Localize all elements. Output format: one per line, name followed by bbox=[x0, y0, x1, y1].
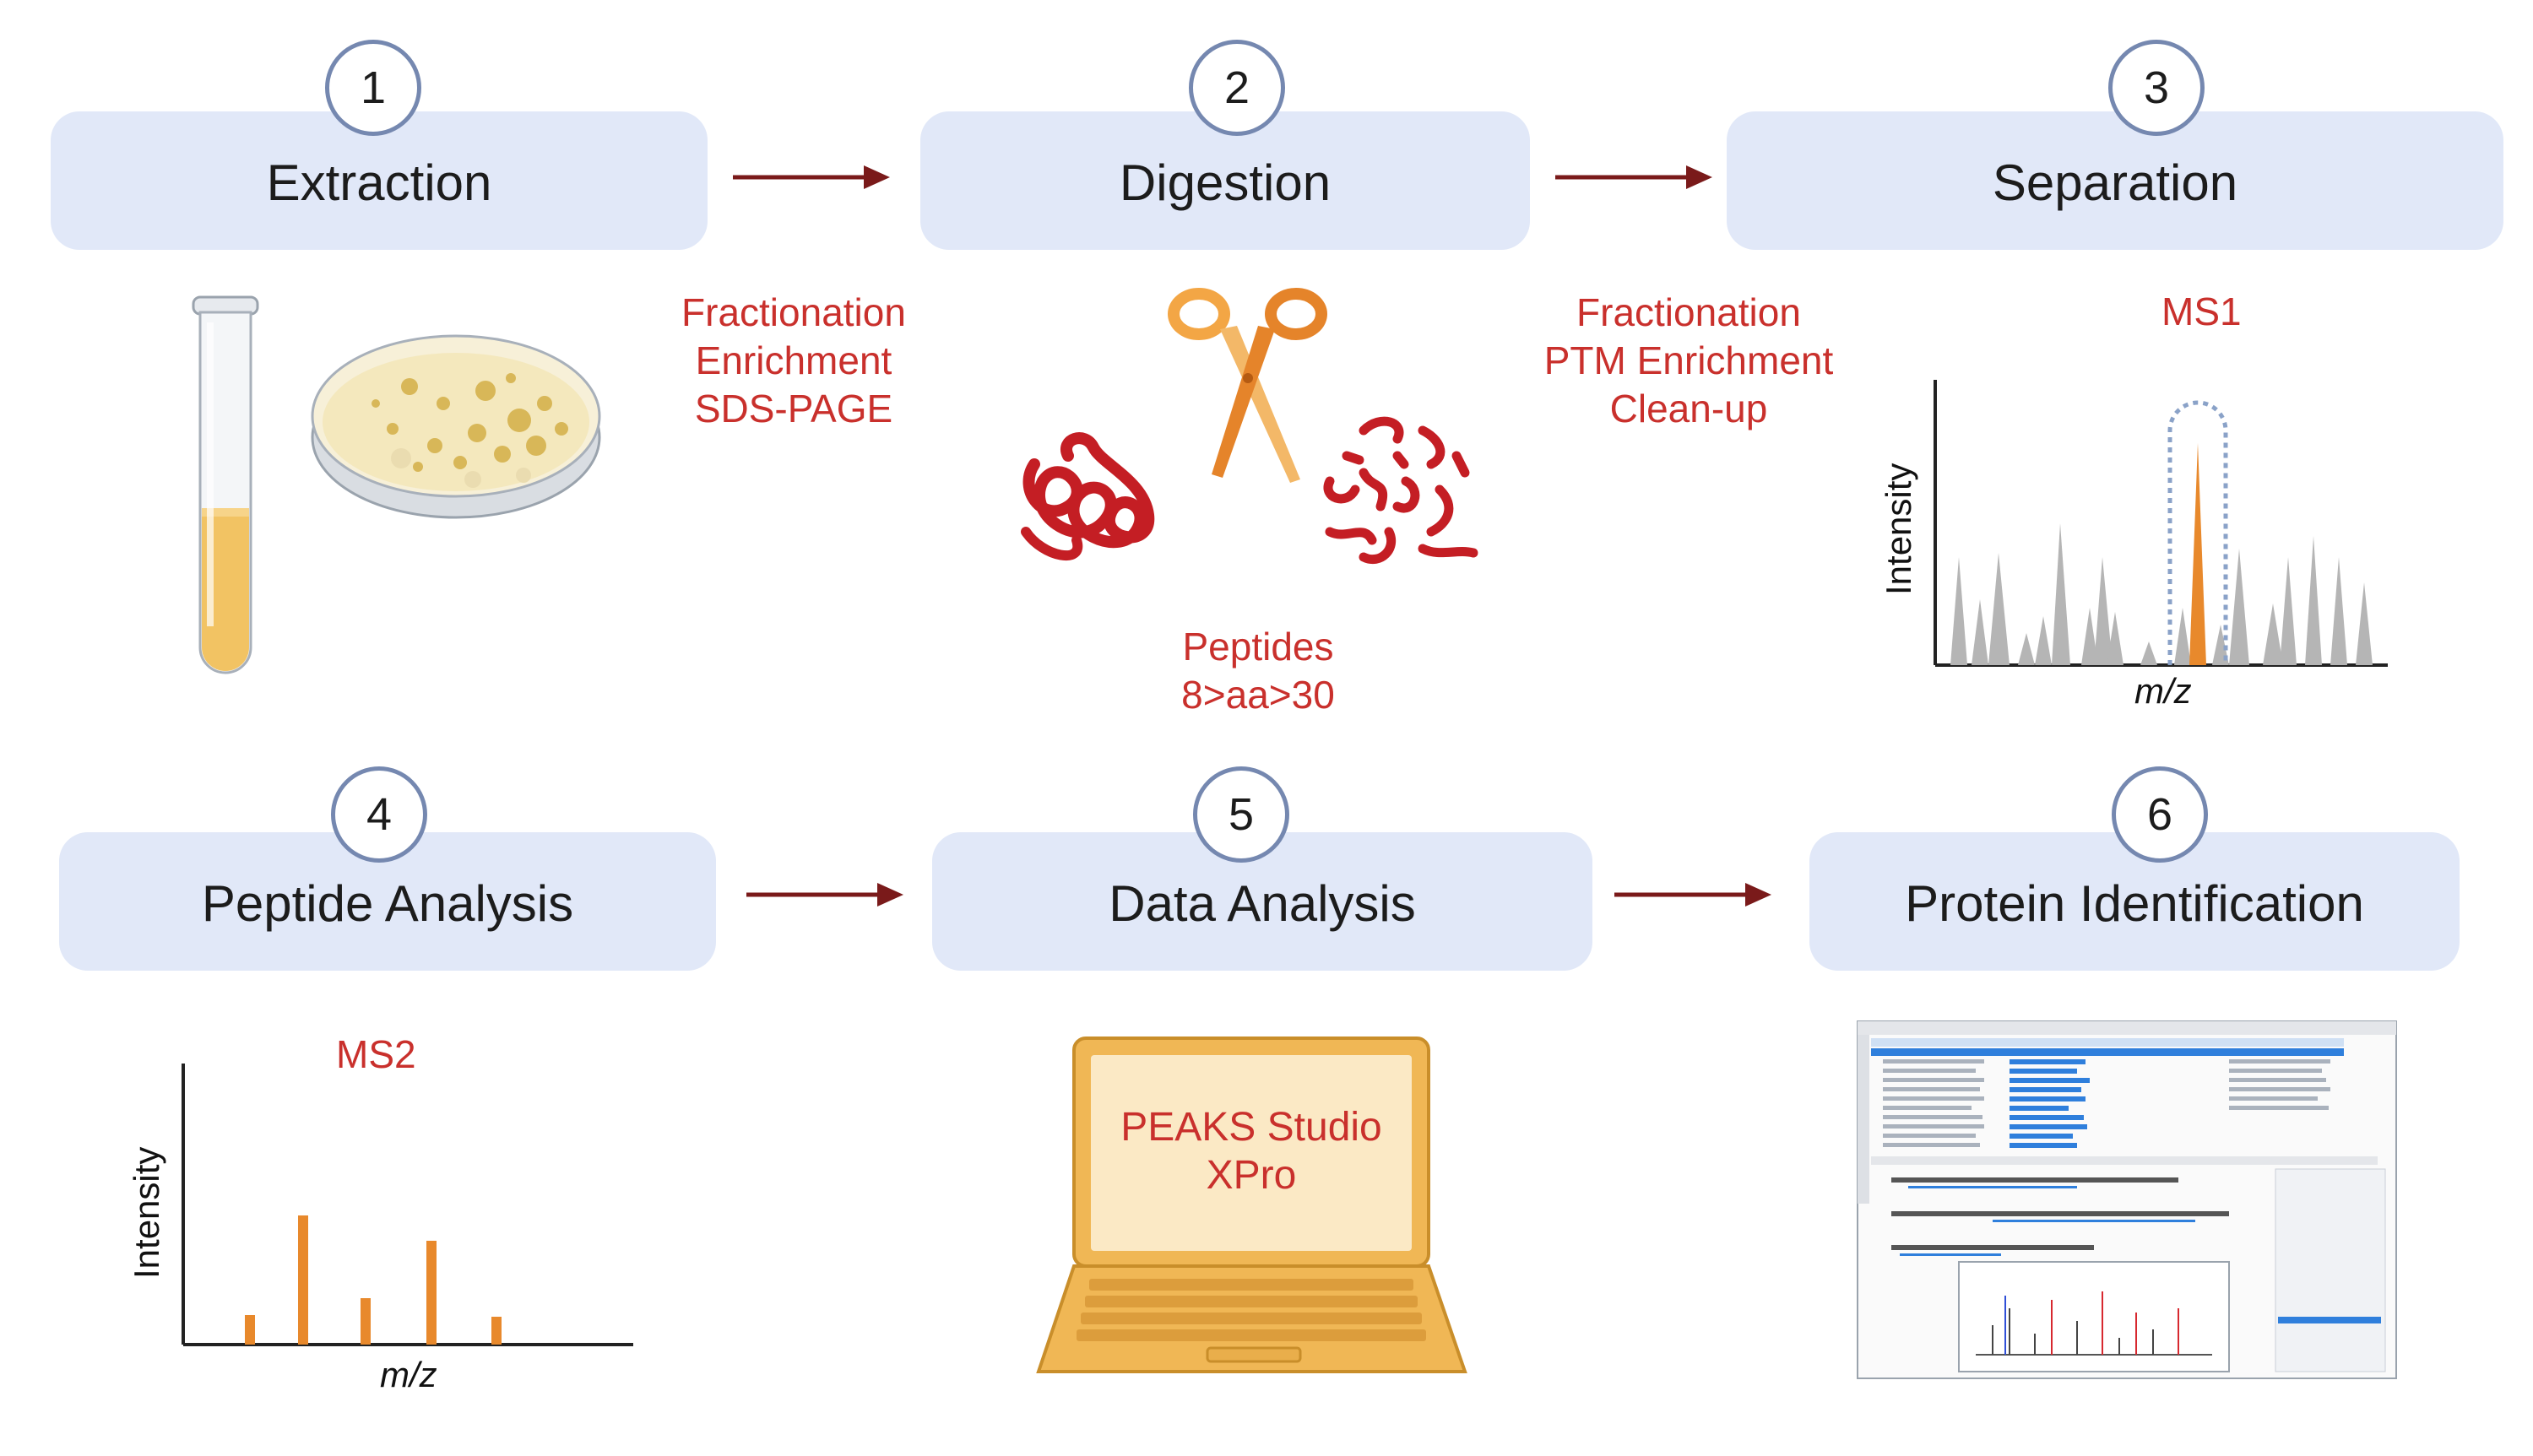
note-line: Fractionation bbox=[1576, 290, 1801, 334]
note-line: Enrichment bbox=[695, 338, 892, 382]
arrow-right-icon bbox=[733, 165, 890, 189]
ms1-y-axis-label: Intensity bbox=[1879, 463, 1918, 595]
step-title: Digestion bbox=[1119, 154, 1332, 211]
ms1-x-axis-label: m/z bbox=[2134, 671, 2192, 711]
peptides-note: Peptides 8>aa>30 bbox=[1098, 623, 1418, 719]
petri-dish-icon bbox=[311, 334, 601, 519]
ms2-x-axis-label: m/z bbox=[380, 1355, 437, 1394]
laptop-screen-text: PEAKS Studio XPro bbox=[1091, 1103, 1412, 1199]
step-number-badge: 5 bbox=[1193, 766, 1289, 863]
test-tube-icon bbox=[192, 295, 259, 674]
step-title: Protein Identification bbox=[1905, 874, 2364, 932]
step-box-digestion: Digestion bbox=[920, 111, 1530, 250]
note-line: PTM Enrichment bbox=[1543, 338, 1834, 382]
ms2-spectrum bbox=[182, 1064, 633, 1346]
software-name: PEAKS Studio bbox=[1120, 1105, 1382, 1150]
note-line: Clean-up bbox=[1609, 387, 1768, 430]
ms2-y-axis-label: Intensity bbox=[127, 1146, 166, 1279]
laptop-icon bbox=[1036, 1037, 1467, 1373]
ms1-spectrum bbox=[1934, 380, 2388, 667]
extraction-notes: Fractionation Enrichment SDS-PAGE bbox=[625, 289, 963, 433]
step-box-data-analysis: Data Analysis bbox=[932, 832, 1592, 971]
software-screenshot-icon bbox=[1857, 1020, 2397, 1379]
step-title: Peptide Analysis bbox=[201, 874, 574, 932]
peptide-fragments-icon bbox=[1323, 416, 1478, 565]
step-box-separation: Separation bbox=[1727, 111, 2503, 250]
note-line: SDS-PAGE bbox=[694, 387, 893, 430]
step-number-badge: 6 bbox=[2112, 766, 2208, 863]
step-title: Separation bbox=[1992, 154, 2238, 211]
step-number-badge: 4 bbox=[331, 766, 427, 863]
arrow-right-icon bbox=[1555, 165, 1712, 189]
ms2-title: MS2 bbox=[336, 1032, 416, 1076]
note-line: Fractionation bbox=[681, 290, 906, 334]
arrow-right-icon bbox=[746, 883, 903, 907]
step-number-badge: 3 bbox=[2108, 40, 2205, 136]
step-title: Data Analysis bbox=[1109, 874, 1416, 932]
protein-coil-icon bbox=[1021, 432, 1155, 560]
arrow-right-icon bbox=[1614, 883, 1771, 907]
ms1-title: MS1 bbox=[2161, 290, 2242, 333]
step-title: Extraction bbox=[266, 154, 492, 211]
note-line: Peptides bbox=[1182, 625, 1334, 668]
note-line: 8>aa>30 bbox=[1181, 673, 1335, 717]
scissors-icon bbox=[1168, 288, 1327, 483]
step-number-badge: 2 bbox=[1189, 40, 1285, 136]
digestion-notes: Fractionation PTM Enrichment Clean-up bbox=[1511, 289, 1866, 433]
software-edition: XPro bbox=[1206, 1153, 1297, 1198]
step-number-badge: 1 bbox=[325, 40, 421, 136]
